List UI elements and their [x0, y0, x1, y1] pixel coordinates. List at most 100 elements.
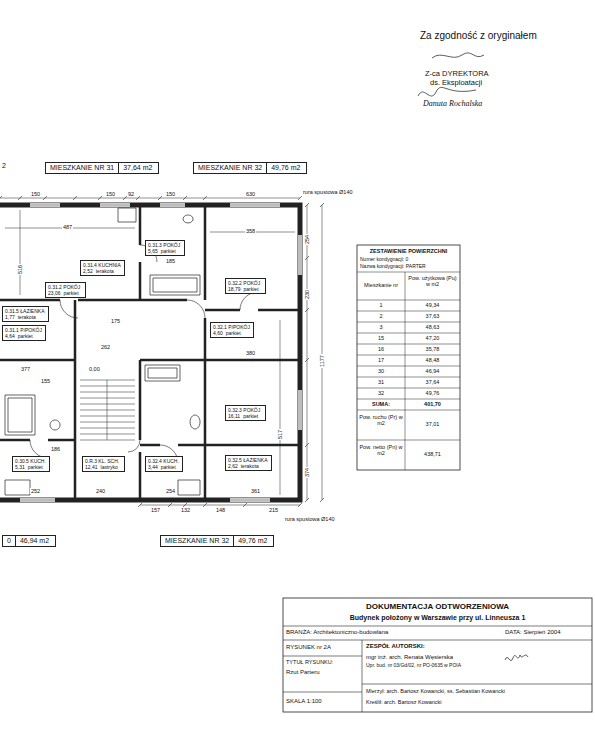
- stair-tread: [80, 416, 135, 417]
- stamp-text: ds. Eksploatacji: [430, 79, 482, 88]
- node-text: parkiet: [243, 413, 258, 419]
- title-block-grid: [283, 626, 592, 712]
- staircase: [80, 380, 135, 440]
- node-text: parkiet: [161, 464, 176, 470]
- stair-tread: [80, 398, 135, 399]
- dimension-tick: [320, 498, 324, 502]
- node-text: 0.31.1 P/POKÓJ: [5, 327, 43, 333]
- room-label-box: 0.30.5 KUCH.5,31parkiet: [12, 456, 50, 472]
- node-text: 23,06: [48, 290, 61, 296]
- dimension-tick: [183, 196, 187, 200]
- stair-tread: [80, 428, 135, 429]
- table-cell: 16: [357, 346, 405, 352]
- title-block-frame: [283, 598, 592, 712]
- dimension-tick: [98, 196, 102, 200]
- room-label-box: 0.31.4 KUCHNIA2,52terakota: [80, 260, 125, 276]
- dimension-tick: [158, 196, 162, 200]
- dimension-label: 185: [165, 258, 176, 264]
- sanitary-fixture: [5, 208, 200, 495]
- table-rule: [357, 399, 460, 400]
- table-cell: 46,94: [405, 368, 460, 374]
- title-block-text: Budynek położony w Warszawie przy ul. Li…: [283, 614, 592, 622]
- dimension-tick: [203, 503, 207, 507]
- title-block-text: DATA: Sierpień 2004: [505, 629, 560, 636]
- table-rule: [357, 410, 460, 411]
- dimension-tick: [305, 443, 309, 447]
- title-block-text: Upr. bud. nr 03/Gd/02, nr PO-0635 w POIA: [366, 663, 461, 669]
- dimension-label: 380: [245, 350, 256, 356]
- dimension-label: 374: [304, 467, 310, 478]
- table-cell: Numer kondygnacji: 0: [360, 257, 408, 263]
- dimension-tick: [243, 503, 247, 507]
- dimension-label: 132: [180, 507, 191, 513]
- dimension-label: 516: [17, 264, 23, 275]
- title-block-text: TYTUŁ RYSUNKU:: [286, 659, 333, 665]
- node-text: 0.32.4 KUCH.: [148, 458, 180, 464]
- title-block-text: RYSUNEK nr 2A: [286, 644, 331, 651]
- node-text: MIESZKANIE NR 32: [161, 536, 233, 546]
- apartment-header: MIESZKANIE NR 3137,64 m2: [45, 162, 159, 174]
- table-rule: [405, 272, 406, 470]
- stair-tread: [80, 404, 135, 405]
- node-text: parkiet: [226, 330, 241, 336]
- dimension-tick: [305, 308, 309, 312]
- dimension-label: 157: [150, 507, 161, 513]
- node-text: MIESZKANIE NR 32: [194, 163, 266, 173]
- dimension-label: 254: [165, 488, 176, 494]
- door-swing: [30, 245, 258, 463]
- table-rule: [357, 333, 460, 334]
- apartment-header: 046,94 m2: [2, 535, 56, 547]
- node-text: 0.30.5 KUCH.: [15, 458, 47, 464]
- table-cell: 31: [357, 379, 405, 385]
- node-text: parkiet: [28, 464, 43, 470]
- node-text: terakota: [96, 268, 114, 274]
- table-cell: Pow. użytkowa (Pu) w m2: [407, 275, 458, 288]
- dimension-label: 92: [127, 191, 135, 197]
- dimension-tick: [43, 196, 47, 200]
- dimension-tick: [168, 503, 172, 507]
- dimension-line: [0, 198, 322, 505]
- node-text: 16,11: [228, 413, 240, 419]
- node-text: 5,31: [15, 464, 25, 470]
- dimension-label: 1177: [319, 354, 325, 368]
- dimension-label: 240: [95, 488, 106, 494]
- table-rule: [357, 272, 460, 273]
- stair-tread: [80, 434, 135, 435]
- node-text: parkiet: [161, 248, 176, 254]
- dimension-label: 254: [304, 234, 310, 245]
- node-text: parkiet: [244, 286, 259, 292]
- stair-tread: [80, 440, 135, 441]
- room-label-box: 0.31.5 ŁAZIENKA1,77terakota: [2, 306, 49, 322]
- table-cell: 37,01: [405, 421, 460, 427]
- table-cell: 49,34: [405, 302, 460, 308]
- node-text: 4,60: [213, 330, 223, 336]
- node-text: 0.32.5 ŁAZIENKA: [228, 457, 269, 463]
- table-cell: 49,76: [405, 390, 460, 396]
- dimension-label: rura spustowa Ø140: [303, 189, 353, 195]
- stair-tread: [80, 422, 135, 423]
- dimension-label: 252: [30, 488, 41, 494]
- dimension-tick: [73, 196, 77, 200]
- title-block-text: DOKUMENTACJA ODTWORZENIOWA: [283, 602, 592, 611]
- dimension-label: 150: [30, 191, 41, 197]
- dimension-label: 175: [110, 318, 121, 324]
- node-text: 0.32.3 POKÓJ: [228, 407, 263, 413]
- table-cell: Pow. netto (Pn) w m2: [359, 444, 403, 457]
- room-label-box: 0.32.5 ŁAZIENKA2,62terakota: [225, 455, 272, 471]
- stamp-text: Danuta Rochalska: [423, 99, 482, 108]
- window-glass: [20, 205, 300, 500]
- table-cell: SUMA:: [357, 401, 405, 407]
- table-cell: 48,48: [405, 357, 460, 363]
- table-cell: 37,63: [405, 313, 460, 319]
- table-cell: Pow. ruchu (Pr) w m2: [359, 414, 403, 427]
- dimension-label: 150: [105, 191, 116, 197]
- title-block-text: Rzut Parteru: [286, 669, 320, 676]
- room-label-box: 0.32.4 KUCH.3,44parkiet: [145, 456, 183, 472]
- window-gap: [20, 205, 300, 500]
- table-cell: 48,63: [405, 324, 460, 330]
- table-rule: [357, 366, 460, 367]
- dimension-label: 517: [277, 429, 283, 440]
- dimension-ticks: [0, 196, 324, 507]
- dimension-tick: [136, 196, 140, 200]
- node-text: 0.R.3 KL. SCH.: [85, 458, 122, 464]
